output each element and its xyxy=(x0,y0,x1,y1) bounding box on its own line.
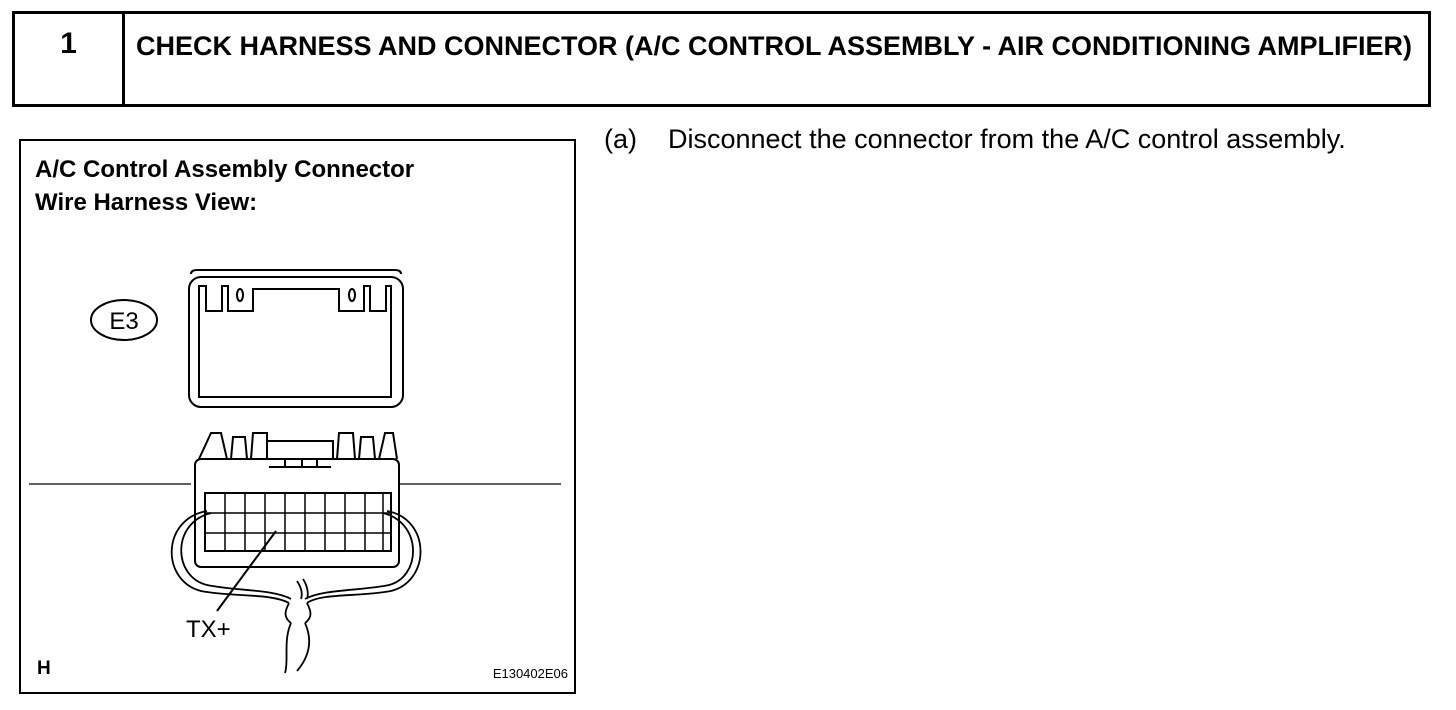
instruction-a: (a) Disconnect the connector from the A/… xyxy=(604,124,1346,155)
step-number: 1 xyxy=(15,14,125,104)
figure-caption-line1: A/C Control Assembly Connector xyxy=(35,156,415,183)
connector-id-bubble xyxy=(90,299,158,341)
figure-code: E130402E06 xyxy=(493,666,568,681)
terminal-grid xyxy=(224,493,384,551)
step-header: 1 CHECK HARNESS AND CONNECTOR (A/C CONTR… xyxy=(12,11,1431,107)
connector-diagram: E3 xyxy=(29,269,568,681)
wire-bundle xyxy=(170,510,422,674)
step-title: CHECK HARNESS AND CONNECTOR (A/C CONTROL… xyxy=(136,31,1413,61)
terminal-leader-line xyxy=(216,530,277,612)
terminal-label: TX+ xyxy=(186,616,231,643)
mating-connector xyxy=(188,269,404,408)
harness-connector xyxy=(194,432,400,568)
figure-caption-line2: Wire Harness View: xyxy=(35,189,258,216)
figure-caption: A/C Control Assembly Connector Wire Harn… xyxy=(35,153,414,219)
instruction-marker: (a) xyxy=(604,124,637,154)
connector-figure: A/C Control Assembly Connector Wire Harn… xyxy=(19,139,576,694)
figure-corner-letter: H xyxy=(37,658,51,679)
connector-id-label: E3 xyxy=(109,308,138,335)
instruction-text: Disconnect the connector from the A/C co… xyxy=(668,124,1346,154)
